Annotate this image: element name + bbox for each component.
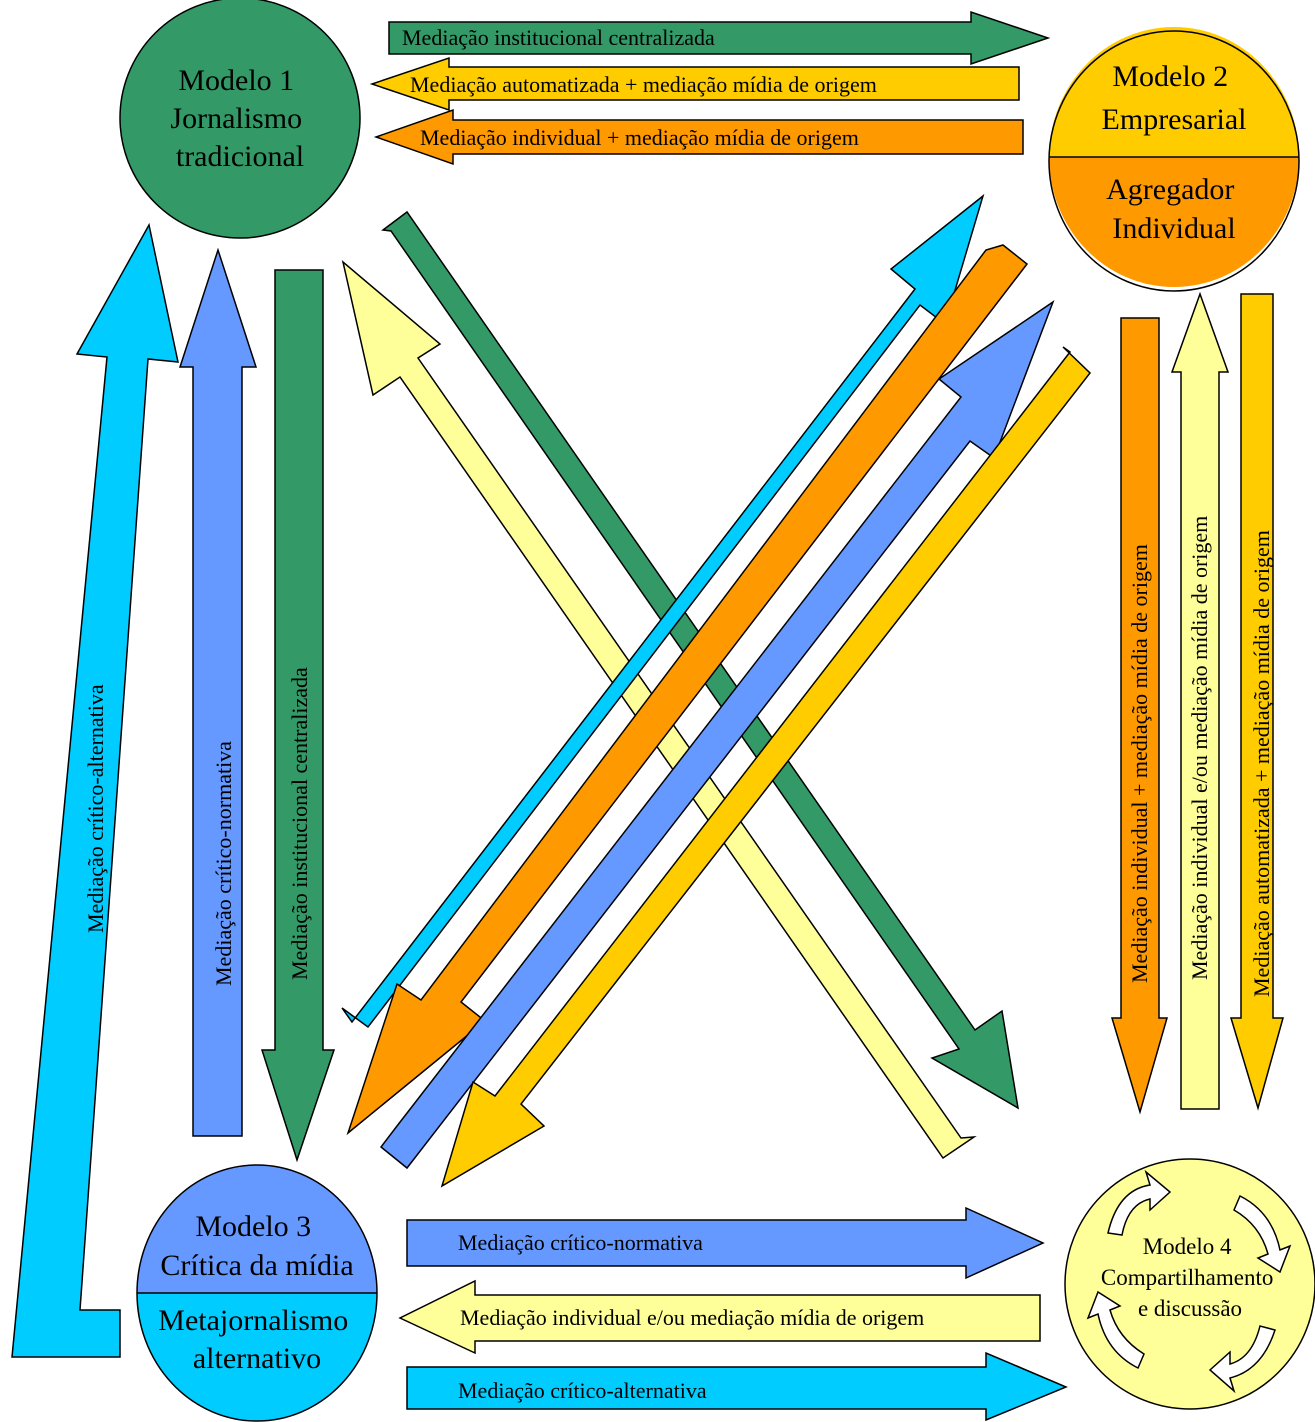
arrow-top-institucional bbox=[388, 10, 1051, 66]
node-model-3-bottom-line-2: alternativo bbox=[193, 1342, 321, 1375]
node-model-2-bottom-line-1: Agregador bbox=[1106, 173, 1234, 206]
arrow-top-automatizada bbox=[369, 56, 1020, 112]
svg-text:Metajornalismo alternati: Metajornalismo alternativo bbox=[158, 1304, 355, 1375]
node-model-1-line-1: Modelo 1 bbox=[178, 64, 294, 97]
diagonal-arrow-m3-m2-blue bbox=[341, 193, 985, 1029]
arrow-right-individual bbox=[1110, 317, 1168, 1115]
arrow-left-critico-alternativa-label: Mediação crítico-alternativa bbox=[83, 684, 108, 933]
node-model-4: Modelo 4 Compartilhamento e discussão bbox=[1064, 1158, 1315, 1410]
arrow-top-institucional-label: Mediação institucional centralizada bbox=[402, 25, 715, 50]
arrow-top-individual bbox=[373, 108, 1024, 166]
arrow-left-critico-normativa bbox=[178, 247, 258, 1137]
node-model-4-line-1: Modelo 4 bbox=[1143, 1234, 1232, 1259]
arrow-right-individual-label: Mediação individual + mediação mídia de … bbox=[1127, 544, 1152, 983]
node-model-1: Modelo 1 Jornalismo tradicional bbox=[119, 0, 361, 239]
cycle-arrow-icon-bottom-right bbox=[1208, 1325, 1276, 1394]
diagonal-arrow-m2-m4-gold bbox=[440, 346, 1092, 1188]
arrow-right-automatizada bbox=[1229, 293, 1284, 1111]
svg-text:Modelo 3 Crítica da mídi: Modelo 3 Crítica da mídia bbox=[160, 1210, 353, 1282]
cycle-arrow-icon-bottom-left bbox=[1086, 1290, 1145, 1370]
node-model-4-line-2: Compartilhamento bbox=[1101, 1265, 1273, 1290]
node-model-1-line-3: tradicional bbox=[176, 140, 304, 173]
arrow-right-individual-eou bbox=[1170, 291, 1230, 1110]
arrow-bottom-individual-eou bbox=[398, 1279, 1041, 1355]
arrow-bottom-critico-normativa-label: Mediação crítico-normativa bbox=[458, 1230, 703, 1255]
node-model-3: Modelo 3 Crítica da mídia Metajornalismo… bbox=[136, 1164, 378, 1422]
arrow-bottom-critico-alternativa bbox=[406, 1351, 1068, 1422]
node-model-3-bottom-line-1: Metajornalismo bbox=[158, 1304, 348, 1337]
arrow-bottom-critico-normativa bbox=[406, 1206, 1045, 1280]
node-model-3-top-line-2: Crítica da mídia bbox=[160, 1249, 353, 1282]
diagonal-arrow-m4-m3-periwinkle bbox=[379, 300, 1055, 1170]
cycle-arrow-icon-top-left bbox=[1107, 1169, 1172, 1236]
node-model-1-line-2: Jornalismo bbox=[170, 102, 302, 135]
arrow-top-automatizada-label: Mediação automatizada + mediação mídia d… bbox=[410, 72, 877, 97]
arrow-bottom-individual-eou-label: Mediação individual e/ou mediação mídia … bbox=[460, 1305, 924, 1330]
arrow-left-critico-alternativa bbox=[11, 222, 179, 1358]
arrow-bottom-critico-alternativa-label: Mediação crítico-alternativa bbox=[458, 1378, 707, 1403]
arrow-top-individual-label: Mediação individual + mediação mídia de … bbox=[420, 125, 859, 150]
arrow-left-institucional bbox=[260, 269, 336, 1163]
node-model-2-top-line-1: Modelo 2 bbox=[1112, 60, 1228, 93]
node-model-2-top-line-2: Empresarial bbox=[1102, 103, 1247, 136]
svg-text:Modelo 1 Jornalismo: Modelo 1 Jornalismo tradicional bbox=[170, 64, 309, 173]
svg-text:Modelo 2 Empresarial: Modelo 2 Empresarial bbox=[1102, 60, 1247, 136]
svg-text:Agregador Individual: Agregador Individual bbox=[1106, 173, 1242, 245]
arrow-right-individual-eou-label: Mediação individual e/ou mediação mídia … bbox=[1187, 516, 1212, 980]
node-model-3-top-line-1: Modelo 3 bbox=[195, 1210, 311, 1243]
arrow-left-institucional-label: Mediação institucional centralizada bbox=[287, 667, 312, 980]
cycle-arrow-icon-top-right bbox=[1233, 1194, 1292, 1274]
arrow-left-critico-normativa-label: Mediação crítico-normativa bbox=[211, 741, 236, 986]
arrow-right-automatizada-label: Mediação automatizada + mediação mídia d… bbox=[1249, 530, 1274, 997]
svg-text:Modelo 4 Compartilhament: Modelo 4 Compartilhamento e discussão bbox=[1101, 1234, 1279, 1321]
node-model-4-line-3: e discussão bbox=[1138, 1296, 1242, 1321]
node-model-2-bottom-line-2: Individual bbox=[1112, 212, 1235, 245]
node-model-2: Modelo 2 Empresarial Agregador Individua… bbox=[1048, 27, 1300, 292]
diagonal-arrow-m2-m3-orange bbox=[346, 244, 1029, 1136]
